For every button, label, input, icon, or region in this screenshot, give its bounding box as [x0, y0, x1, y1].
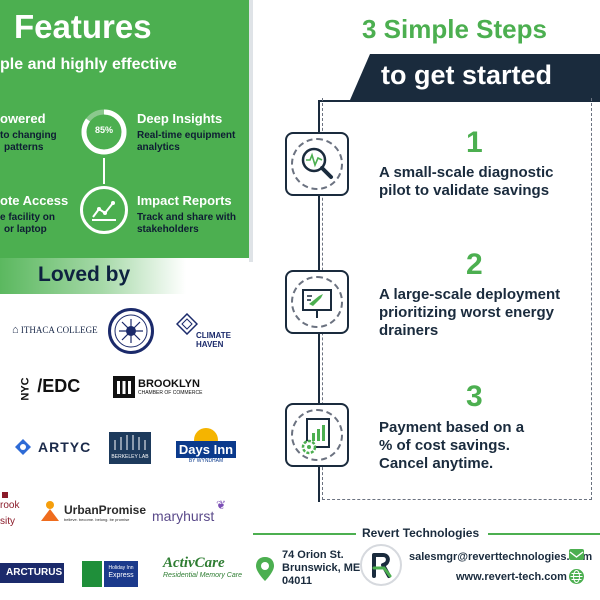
features-panel-edge	[249, 0, 253, 262]
feature-title-remote-access: ote Access	[0, 193, 69, 208]
feature-title-impact-reports: Impact Reports	[137, 193, 232, 208]
steps-banner-text: to get started	[381, 60, 553, 90]
footer-website-link[interactable]: www.revert-tech.com	[456, 571, 567, 583]
climate-haven-logo: CLIMATE HAVEN	[175, 312, 236, 349]
nyc-edc-logo: NYC/EDC	[19, 376, 81, 401]
feature-title-powered: owered	[0, 111, 46, 126]
feature-desc-deep-insights: Real-time equipment analytics	[137, 130, 236, 153]
step-2-icon-box	[285, 270, 349, 334]
footer-company-name: Revert Technologies	[362, 526, 480, 540]
university-seal-logo	[108, 308, 154, 354]
feature-title-deep-insights: Deep Insights	[137, 111, 223, 126]
line-chart-icon	[80, 186, 128, 234]
magnifier-pulse-icon	[301, 147, 333, 179]
features-title: Features	[14, 8, 152, 45]
step-3-text: Payment based on a % of cost savings. Ca…	[379, 419, 525, 472]
ithaca-college-logo: ⌂ ITHACA COLLEGE	[12, 324, 98, 336]
step-1-icon-box	[285, 132, 349, 196]
revert-logo-icon	[360, 544, 402, 586]
steps-title: 3 Simple Steps	[362, 14, 547, 44]
urban-promise-logo: UrbanPromise believe. become. belong. be…	[38, 499, 146, 528]
globe-icon	[569, 569, 584, 584]
brooklyn-chamber-logo: BROOKLYN CHAMBER OF COMMERCE	[112, 375, 202, 404]
arcturus-logo: ARCTURUS	[0, 563, 64, 583]
progress-ring-icon: 85%	[79, 107, 129, 157]
loved-by-title: Loved by	[38, 263, 131, 286]
holiday-inn-express-logo: Holiday Inn Express	[82, 561, 138, 587]
footer-address: 74 Orion St. Brunswick, ME 04011	[282, 549, 361, 587]
progress-ring-value: 85%	[94, 125, 113, 135]
step-2-number: 2	[466, 248, 483, 281]
step-3-number: 3	[466, 380, 483, 413]
days-inn-logo: Days Inn BY WYNDHAM	[176, 428, 236, 468]
steps-banner	[350, 54, 600, 100]
email-icon	[569, 549, 584, 560]
location-pin-icon	[255, 556, 275, 587]
footer-rule-left	[253, 533, 356, 535]
feature-desc-remote-access: e facility on or laptop	[0, 212, 56, 235]
step-1-number: 1	[466, 126, 483, 159]
footer-rule-right	[488, 533, 600, 535]
report-gear-icon	[301, 418, 330, 455]
rook-university-logo: rook sity	[0, 492, 19, 530]
artyc-logo: ARTYC	[14, 438, 90, 461]
feature-connector	[103, 158, 105, 184]
step-2-text: A large-scale deployment prioritizing wo…	[379, 286, 561, 339]
rocket-board-icon	[302, 289, 332, 318]
step-1-text: A small-scale diagnostic pilot to valida…	[379, 164, 554, 199]
loved-by-banner	[0, 258, 186, 294]
activcare-logo: ActivCare Residential Memory Care	[163, 555, 242, 579]
step-3-icon-box	[285, 403, 349, 467]
features-subtitle: ple and highly effective	[0, 56, 177, 73]
feature-desc-impact-reports: Track and share with stakeholders	[137, 212, 236, 235]
leaf-icon: ❦	[216, 498, 227, 512]
maryhurst-logo: maryhurst ❦	[152, 498, 227, 524]
footer-email-link[interactable]: salesmgr@reverttechnologies.com	[409, 551, 593, 563]
berkeley-lab-logo: BERKELEY LAB	[109, 432, 151, 464]
timeline-top-rule	[318, 100, 600, 102]
feature-desc-powered: to changing patterns	[0, 130, 57, 153]
